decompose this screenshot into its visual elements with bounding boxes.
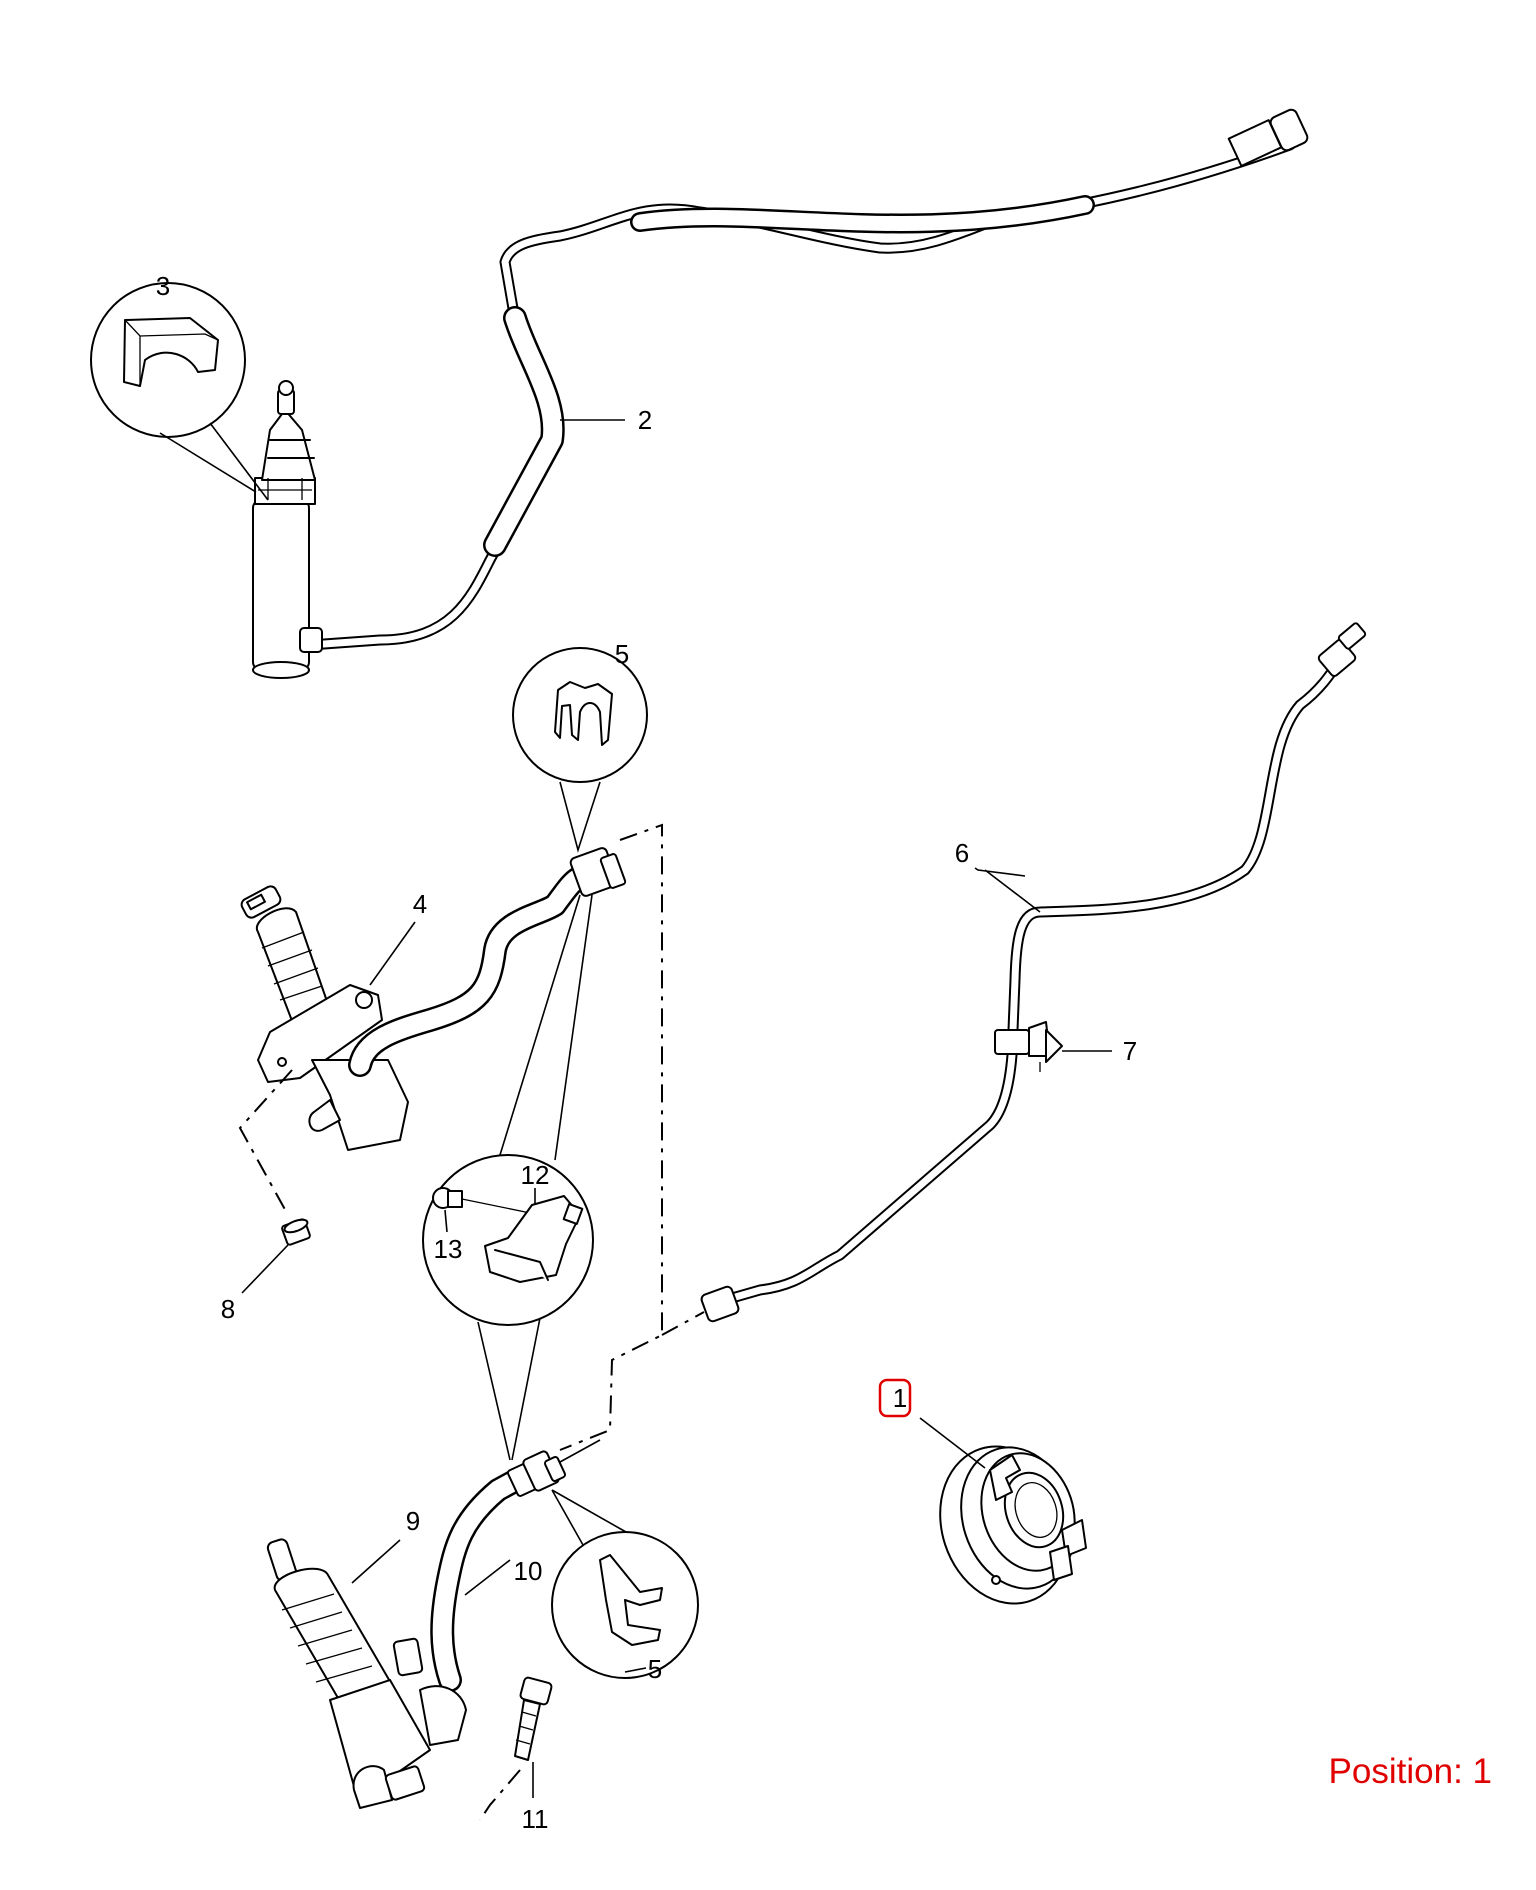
assembly-dash-right [559,823,663,1451]
bolt-13[interactable] [432,1187,463,1209]
callout-13[interactable]: 13 [434,1209,463,1264]
detail-circle-5-upper [512,647,648,853]
svg-text:6: 6 [955,838,969,868]
position-value: 1 [1472,1752,1492,1791]
svg-text:12: 12 [521,1160,550,1190]
clutch-hose-middle[interactable] [348,847,627,1077]
svg-text:4: 4 [413,889,427,919]
svg-text:9: 9 [406,1506,420,1536]
callout-10[interactable]: 10 [464,1556,543,1596]
clutch-pipe-6[interactable] [712,654,1346,1308]
pipe-clip-7[interactable] [994,1021,1063,1072]
callout-5-lower[interactable]: 5 [624,1654,662,1684]
pipe-end-fitting-upper [1227,108,1309,167]
detail-circle-12-13 [422,894,594,1461]
clutch-master-cylinder-upper[interactable] [252,380,323,679]
detail-circle-3 [90,282,269,501]
assembly-dash-8 [238,1069,293,1216]
callout-12[interactable]: 12 [521,1160,550,1205]
svg-text:5: 5 [615,639,629,669]
callout-2[interactable]: 2 [560,405,652,435]
pipe-protective-sleeve-upper [483,195,1095,557]
svg-text:11: 11 [522,1804,549,1834]
svg-text:13: 13 [434,1234,463,1264]
position-label-text: Position: [1328,1752,1463,1791]
clutch-master-cylinder-4[interactable] [240,884,409,1151]
assembly-dash-11 [479,1769,521,1821]
callout-9[interactable]: 9 [351,1506,420,1584]
spring-clip-5 [554,681,613,746]
bracket-12[interactable] [484,1195,584,1283]
callout-4[interactable]: 4 [369,889,427,986]
svg-text:1: 1 [893,1383,907,1413]
pipe-end-fitting-6-top [1317,622,1367,677]
svg-text:2: 2 [638,405,652,435]
callout-8[interactable]: 8 [221,1244,289,1324]
callout-6[interactable]: 6 [955,838,1041,913]
spring-clip-5-lower [599,1554,663,1646]
svg-text:10: 10 [514,1556,543,1586]
svg-text:7: 7 [1123,1036,1137,1066]
assembly-dash-fitting [661,1311,705,1336]
svg-text:5: 5 [648,1654,662,1684]
clutch-slave-cylinder-9[interactable] [266,1538,467,1809]
callout-11[interactable]: 11 [522,1762,549,1834]
selected-callout-marker [878,1378,912,1418]
callout-3[interactable]: 3 [156,271,170,301]
nut-8[interactable] [281,1217,311,1246]
pipe-end-fitting-6-bottom [700,1285,740,1323]
callout-7[interactable]: 7 [1062,1036,1137,1066]
retaining-clip-3 [123,317,219,387]
clutch-release-bearing-1[interactable] [920,1429,1092,1620]
detail-circle-5-lower [551,1489,699,1679]
callout-5-upper[interactable]: 5 [615,639,629,669]
bolt-11[interactable] [514,1676,553,1761]
svg-text:8: 8 [221,1294,235,1324]
position-indicator: Position: 1 [1329,1752,1492,1792]
clutch-hose-10[interactable] [430,1439,601,1692]
svg-text:3: 3 [156,271,170,301]
callout-1[interactable]: 1 [878,1378,986,1469]
